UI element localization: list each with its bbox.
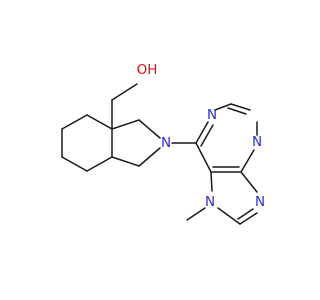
bond — [200, 124, 214, 147]
cyclohexane-ring — [61, 114, 113, 172]
pyrimidine-ring — [195, 103, 258, 173]
n-methyl-label: N — [205, 194, 215, 210]
bond — [86, 114, 113, 130]
bond — [195, 142, 212, 173]
hydroxymethyl-group — [111, 83, 138, 130]
purine-n3-label: N — [252, 134, 262, 150]
bond — [239, 212, 258, 225]
bond — [217, 207, 241, 225]
bond — [240, 171, 258, 193]
purine-n9-label: N — [255, 194, 265, 210]
bond — [86, 156, 113, 172]
bond — [237, 208, 254, 220]
bond — [195, 121, 209, 144]
bond — [111, 156, 140, 167]
purine-n1-label: N — [207, 107, 217, 123]
structure-svg: OH N N N N N — [61, 62, 265, 225]
hydroxyl-label: OH — [137, 62, 158, 78]
bond — [227, 107, 247, 115]
bond — [111, 83, 138, 101]
bond — [138, 147, 161, 167]
bond — [61, 156, 88, 172]
molecule-diagram: OH N N N N N — [61, 62, 265, 225]
imidazole-ring — [210, 171, 258, 225]
pyrrolidine-ring — [111, 119, 161, 167]
pyrrolidine-nitrogen-label: N — [161, 135, 171, 151]
bond — [138, 119, 161, 139]
bond — [61, 114, 88, 130]
bond — [230, 103, 251, 111]
bond — [210, 171, 213, 192]
methyl-bond — [186, 207, 206, 221]
bond — [240, 149, 255, 173]
bond — [111, 119, 140, 130]
bond — [214, 103, 232, 111]
